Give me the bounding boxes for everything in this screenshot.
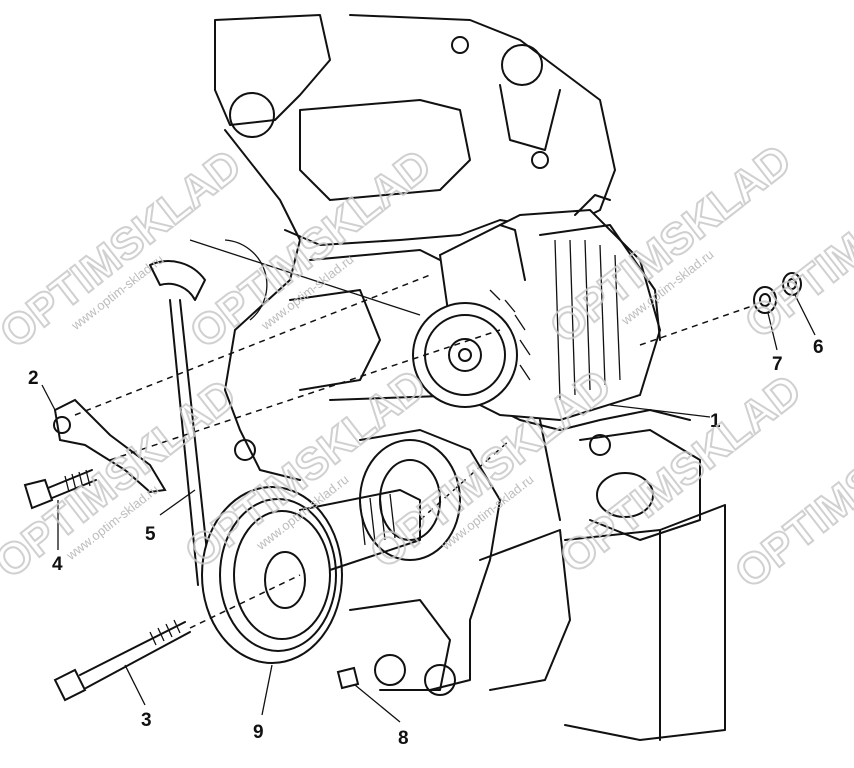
bolt-long [53,574,301,702]
crankshaft-pulley [201,439,511,664]
leader-lines [41,294,816,723]
callout-9: 9 [253,722,264,743]
callout-4: 4 [52,554,63,575]
bracket [53,274,501,494]
callout-1: 1 [710,411,721,432]
callout-7: 7 [772,354,783,375]
callout-8: 8 [398,728,409,749]
callout-2: 2 [28,368,39,389]
callout-labels: 1 2 3 4 5 6 7 8 9 [28,337,824,749]
cover-outline [564,504,726,741]
callout-3: 3 [141,710,152,731]
v-belt [169,239,421,586]
callout-5: 5 [145,524,156,545]
engine-block [149,14,701,696]
callout-6: 6 [813,337,824,358]
woodruff-key [336,666,360,690]
bolt-short [23,469,97,510]
alternator [412,194,662,422]
washers [639,272,802,346]
